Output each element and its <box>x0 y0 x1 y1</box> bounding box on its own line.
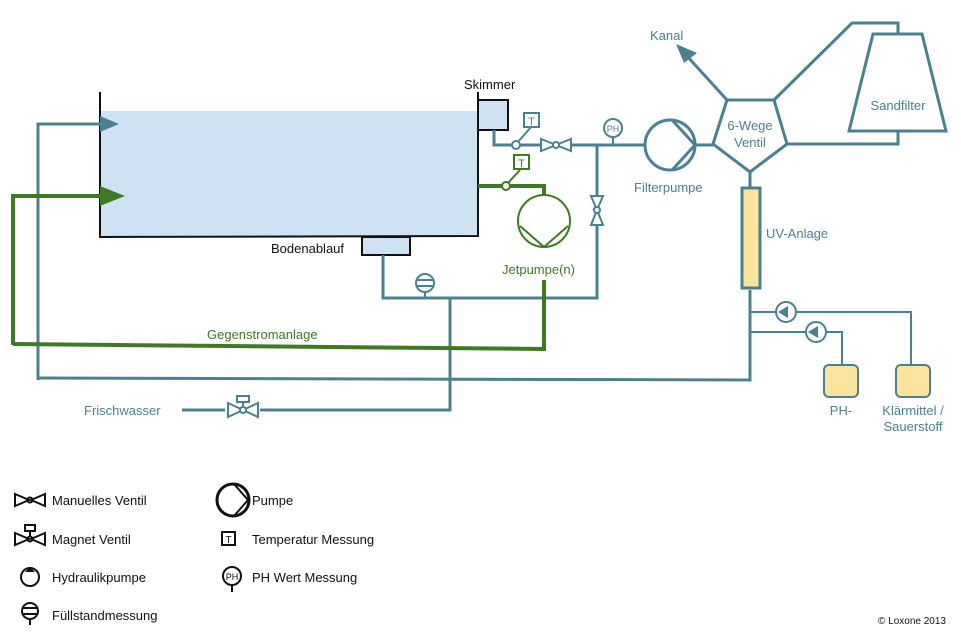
skimmer-temperature-sensor-icon <box>523 112 540 128</box>
fresh-water-pipe <box>260 298 452 412</box>
six-way-valve[interactable] <box>711 98 789 174</box>
pool-water <box>100 111 478 237</box>
level-measurement-icon <box>21 602 39 625</box>
skimmer-manual-valve-icon[interactable] <box>540 137 572 153</box>
legend-label-level-measurement: Füllstandmessung <box>52 608 158 623</box>
oxygen-tank-label-line2: Sauerstoff <box>883 419 942 434</box>
legend-temp-symbol: T <box>225 535 231 546</box>
sandfilter-label: Sandfilter <box>871 98 927 113</box>
legend-label-magnet-valve: Magnet Ventil <box>52 532 131 547</box>
copyright: © Loxone 2013 <box>878 616 946 627</box>
branch-manual-valve-icon[interactable] <box>589 195 605 226</box>
pool-outline <box>99 92 479 239</box>
return-pipe <box>36 122 100 380</box>
ph-dosing-pipe <box>750 331 843 365</box>
temperature-sensor-icon: T <box>221 531 236 546</box>
return-main-pipe <box>37 290 752 382</box>
ph-sensor-icon <box>603 118 623 138</box>
skimmer <box>477 99 509 131</box>
floor-drain <box>361 236 411 256</box>
counter-current-inlet-arrow-icon <box>100 186 125 206</box>
sandfilter <box>847 32 948 133</box>
oxygen-hydraulic-pump-icon[interactable] <box>775 301 797 323</box>
legend-label-manual-valve: Manuelles Ventil <box>52 493 147 508</box>
ph-tank-label: PH- <box>830 403 852 418</box>
fresh-water-magnet-valve-icon[interactable] <box>227 395 259 419</box>
legend-label-hydraulic-pump: Hydraulikpumpe <box>52 570 146 585</box>
jet-temp-connector <box>507 169 521 184</box>
skimmer-pipe <box>492 130 645 147</box>
ph-tank <box>823 364 859 398</box>
legend-label-ph: PH Wert Messung <box>252 570 357 585</box>
uv-unit-label: UV-Anlage <box>766 226 828 241</box>
filter-pump-icon[interactable] <box>643 118 697 172</box>
legend-label-pump: Pumpe <box>252 493 293 508</box>
legend-label-temperature: Temperatur Messung <box>252 532 374 547</box>
drain-arrow-icon <box>676 44 697 63</box>
jet-pump-icon[interactable] <box>517 194 571 248</box>
skimmer-temperature-tap <box>511 140 521 150</box>
oxygen-tank <box>895 364 931 398</box>
legend-ph-symbol: PH <box>226 572 239 582</box>
sandfilter-inlet-pipe <box>772 21 900 102</box>
jet-pump-label: Jetpumpe(n) <box>502 262 575 277</box>
ph-symbol: PH <box>607 124 620 134</box>
ph-sensor-icon: PH <box>222 566 242 592</box>
skimmer-temp-connector <box>517 126 532 143</box>
floor-drain-label: Bodenablauf <box>271 241 344 256</box>
counter-current-pipe-vertical <box>11 194 100 345</box>
level-measurement-icon <box>415 273 435 298</box>
jet-temperature-sensor-icon <box>513 154 530 170</box>
sandfilter-return-pipe <box>787 131 900 146</box>
hydraulic-pump-icon <box>20 567 40 587</box>
pump-icon <box>215 482 251 518</box>
jet-temperature-tap <box>501 181 511 191</box>
return-inlet-arrow-icon <box>100 116 119 132</box>
manual-valve-icon <box>14 492 46 508</box>
counter-current-pipe <box>12 280 546 352</box>
jet-temp-symbol: T <box>518 158 525 170</box>
six-way-valve-label-line2: Ventil <box>734 135 766 150</box>
drain-label: Kanal <box>650 28 683 43</box>
skimmer-temp-symbol: T <box>528 116 535 128</box>
skimmer-label: Skimmer <box>464 77 516 92</box>
six-way-valve-label-line1: 6-Wege <box>727 118 772 133</box>
oxygen-dosing-pipe <box>750 311 912 365</box>
ph-hydraulic-pump-icon[interactable] <box>805 321 827 343</box>
filter-pump-label: Filterpumpe <box>634 180 703 195</box>
oxygen-tank-label-line1: Klärmittel / <box>882 403 944 418</box>
fresh-water-label: Frischwasser <box>84 403 161 418</box>
jet-suction-pipe <box>478 184 546 196</box>
drain-pipe <box>684 53 729 102</box>
magnet-valve-icon <box>14 524 46 547</box>
counter-current-label: Gegenstromanlage <box>207 327 318 342</box>
uv-unit <box>740 186 762 290</box>
legend: Manuelles Ventil Magnet Ventil Hydraulik… <box>14 482 374 625</box>
